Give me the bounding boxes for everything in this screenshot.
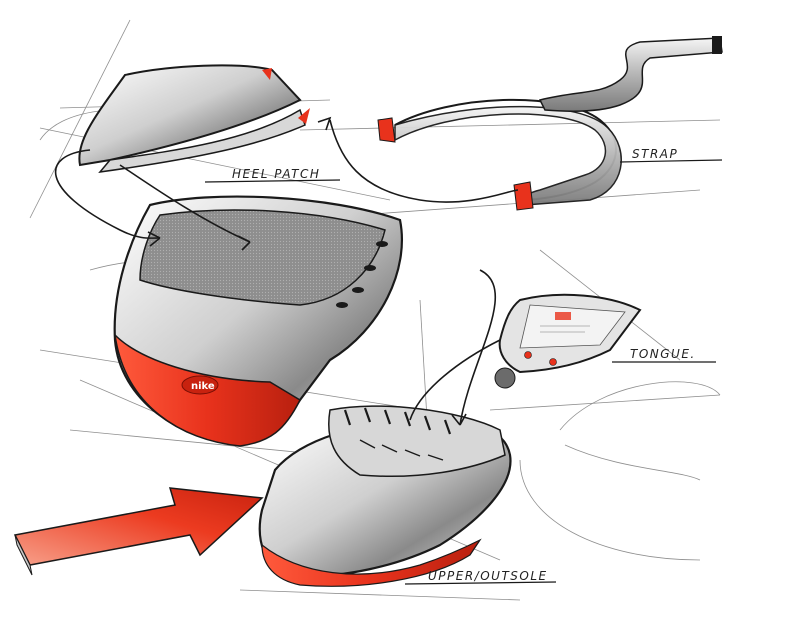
strap-piece [377, 36, 723, 211]
assembly-arrows [54, 116, 519, 426]
tongue-piece [494, 293, 642, 389]
label-strap: STRAP [632, 147, 678, 161]
upper-outsole-piece [258, 405, 512, 587]
label-heel-patch: HEEL PATCH [232, 167, 320, 181]
callout-labels: HEEL PATCH STRAP TONGUE. UPPER/OUTSOLE [204, 147, 723, 585]
brand-mark: nike [191, 381, 215, 392]
insertion-arrow [13, 487, 264, 576]
heel-body: nike [113, 195, 403, 447]
label-upper-outsole: UPPER/OUTSOLE [428, 569, 548, 583]
heel-patch-piece [78, 64, 310, 174]
label-tongue: TONGUE. [630, 347, 696, 361]
